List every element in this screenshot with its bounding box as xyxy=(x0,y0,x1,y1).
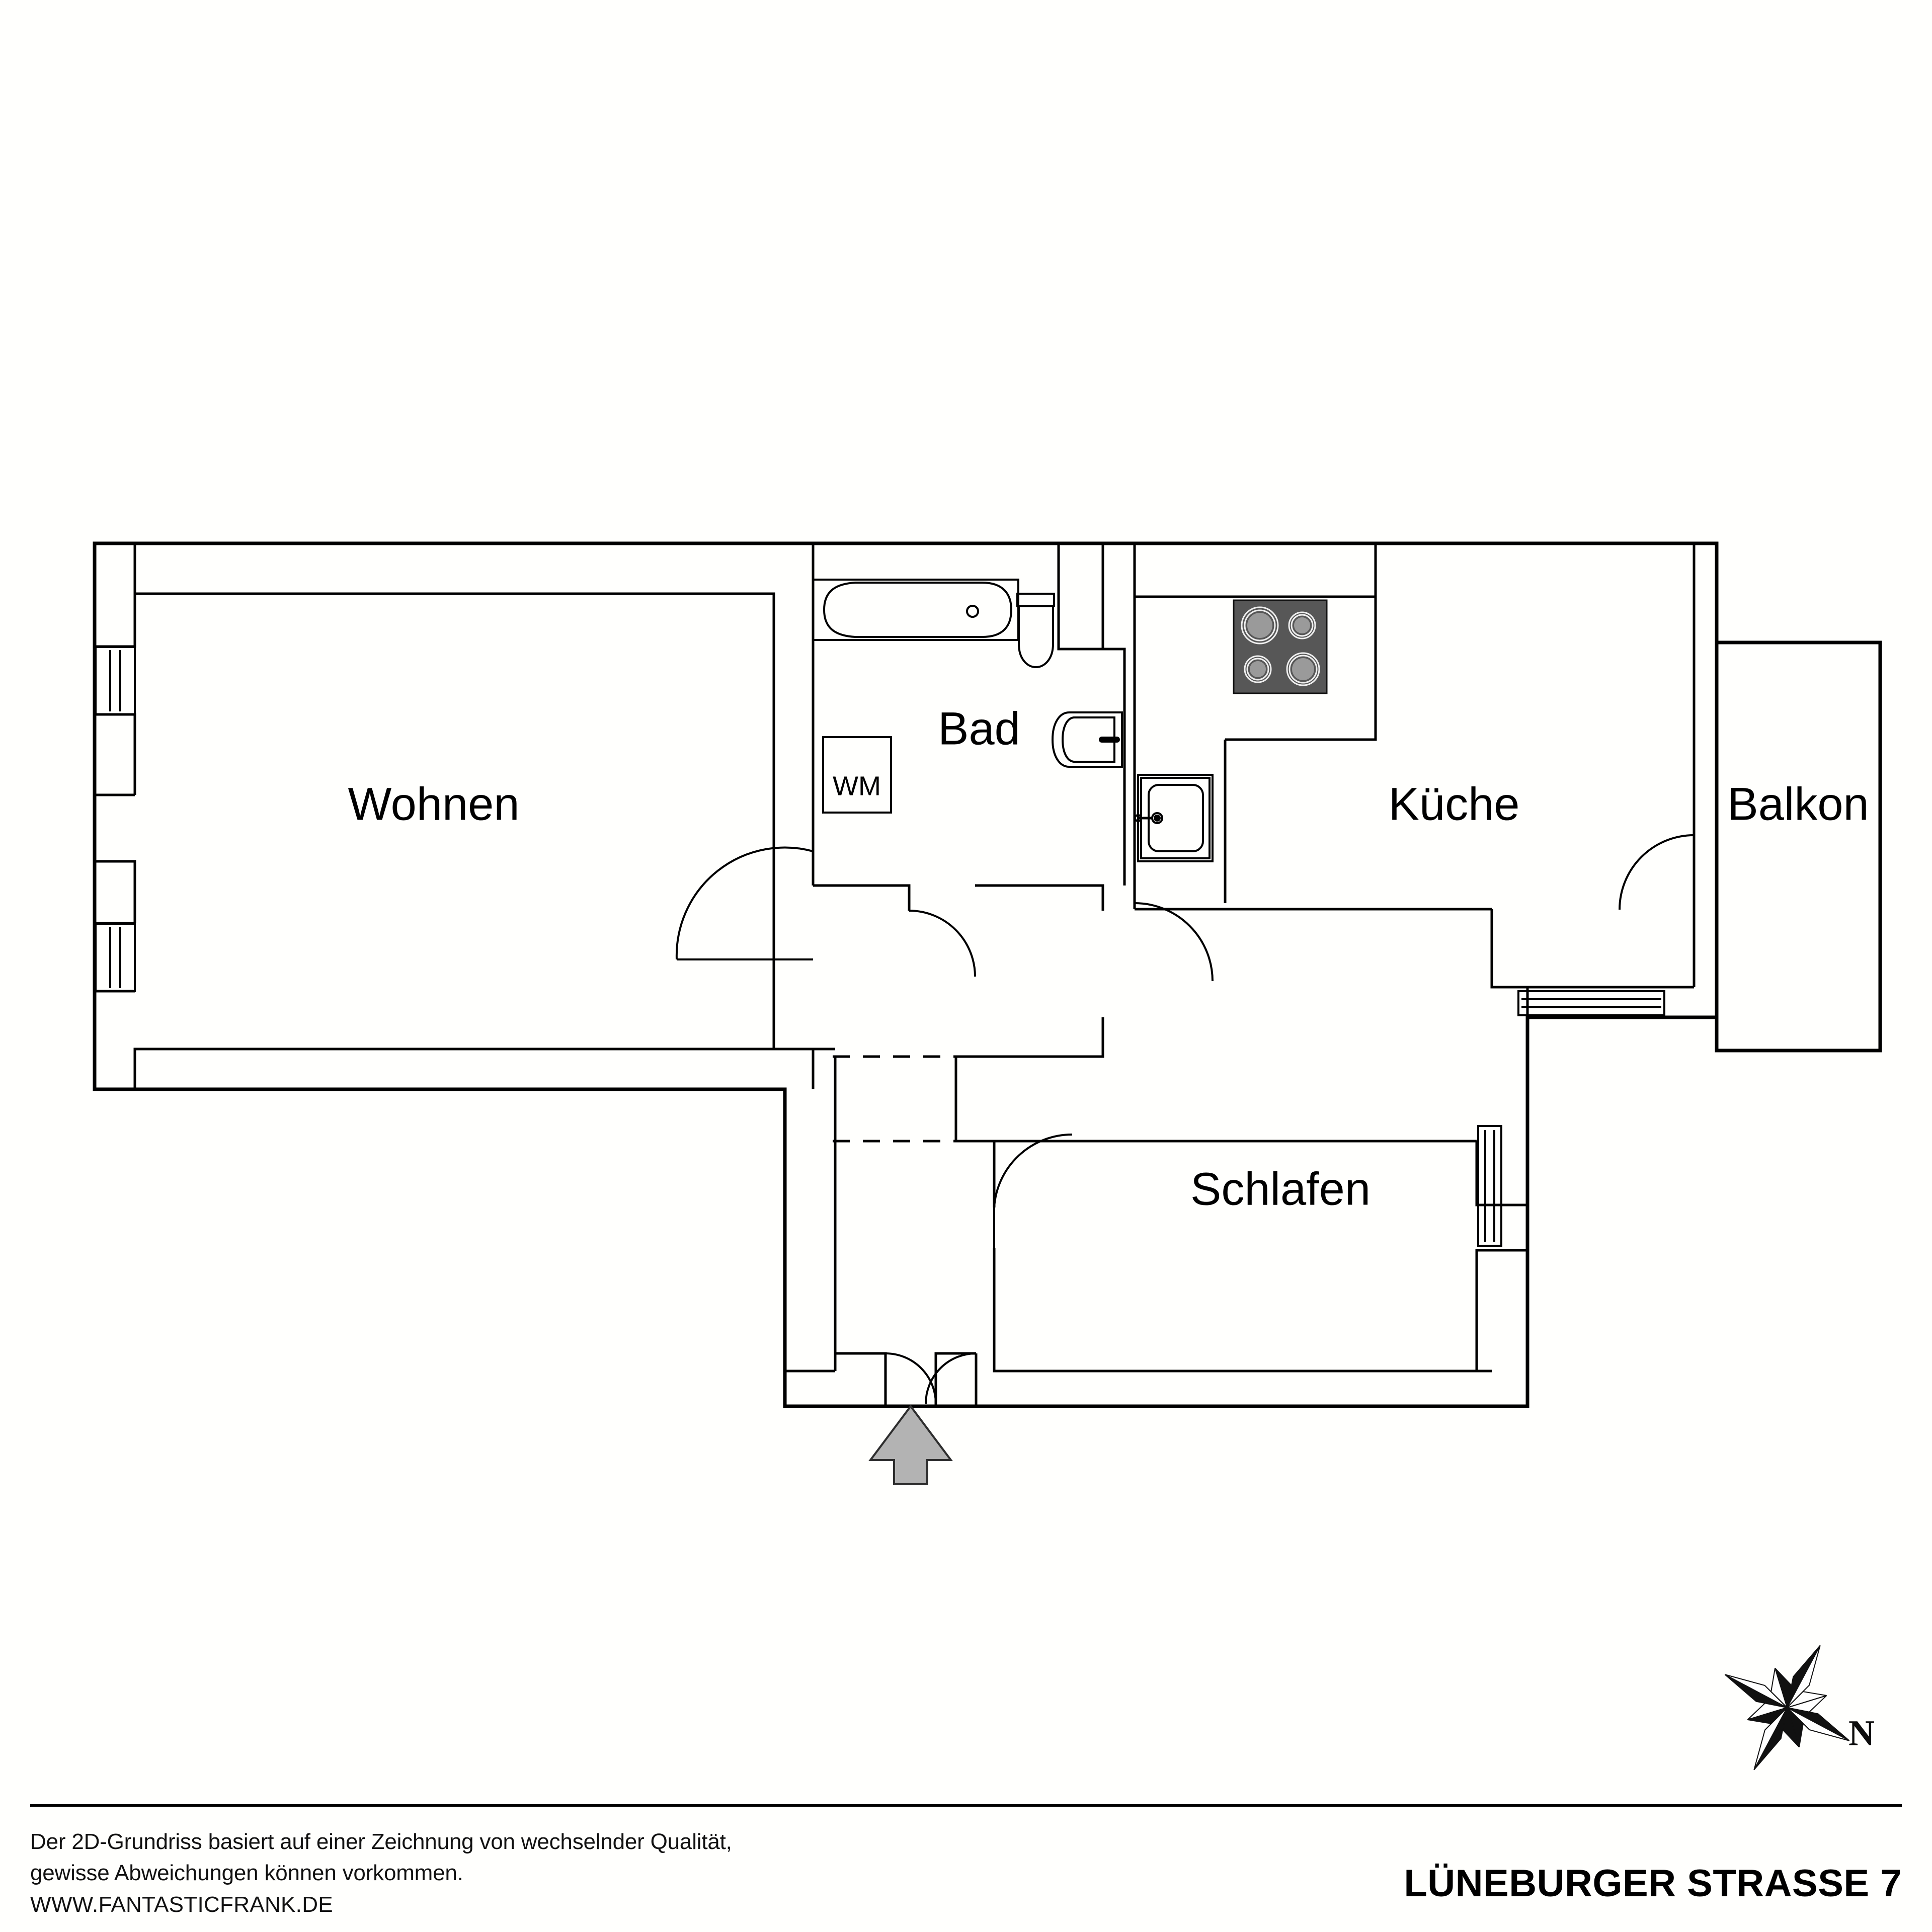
door-balcony xyxy=(1619,834,1695,910)
disclaimer-line-2: gewisse Abweichungen können vorkommen. xyxy=(30,1861,463,1886)
room-label-balkon: Balkon xyxy=(1727,778,1869,830)
toilet-icon xyxy=(1016,593,1055,669)
door-bad xyxy=(908,886,976,977)
room-label-kueche: Küche xyxy=(1389,778,1520,830)
window-wohnen-upper xyxy=(95,646,136,715)
washing-machine-label: WM xyxy=(833,771,881,801)
disclaimer-line-1: Der 2D-Grundriss basiert auf einer Zeich… xyxy=(30,1829,732,1854)
footer-divider xyxy=(30,1804,1902,1807)
window-wohnen-lower xyxy=(95,923,136,992)
stove-icon xyxy=(1233,599,1328,694)
kitchen-sink-icon xyxy=(1134,774,1214,862)
room-label-schlafen: Schlafen xyxy=(1190,1163,1371,1215)
bathtub-icon xyxy=(812,579,1019,641)
hall-opening-dashed xyxy=(833,1055,956,1143)
compass-north-label: N xyxy=(1848,1713,1875,1753)
website-url[interactable]: WWW.FANTASTICFRANK.DE xyxy=(30,1892,333,1917)
hall-walls-2 xyxy=(813,1017,1104,1143)
washing-machine-box xyxy=(822,736,892,814)
window-kueche xyxy=(1517,990,1665,1016)
entrance-arrow xyxy=(868,1404,953,1485)
door-kueche xyxy=(1134,902,1214,982)
door-schlafen xyxy=(993,1133,1073,1248)
window-schlafen xyxy=(1477,1125,1502,1247)
washbasin-icon xyxy=(1051,711,1123,768)
footer-disclaimer: Der 2D-Grundriss basiert auf einer Zeich… xyxy=(30,1826,986,1920)
compass-rose-icon xyxy=(1724,1645,1850,1770)
address-title: LÜNEBURGER STRASSE 7 xyxy=(1404,1862,1902,1905)
balcony-outline xyxy=(1715,640,1882,1053)
outer-wall-outline xyxy=(93,541,1719,1408)
room-label-wohnen: Wohnen xyxy=(348,778,519,830)
hall-walls xyxy=(774,1048,837,1137)
room-label-bad: Bad xyxy=(938,703,1020,754)
door-wohnen xyxy=(675,846,814,960)
room-schlafen-walls xyxy=(785,1140,1527,1406)
door-entrance xyxy=(885,1352,977,1404)
room-kueche-walls xyxy=(1133,543,1696,1017)
